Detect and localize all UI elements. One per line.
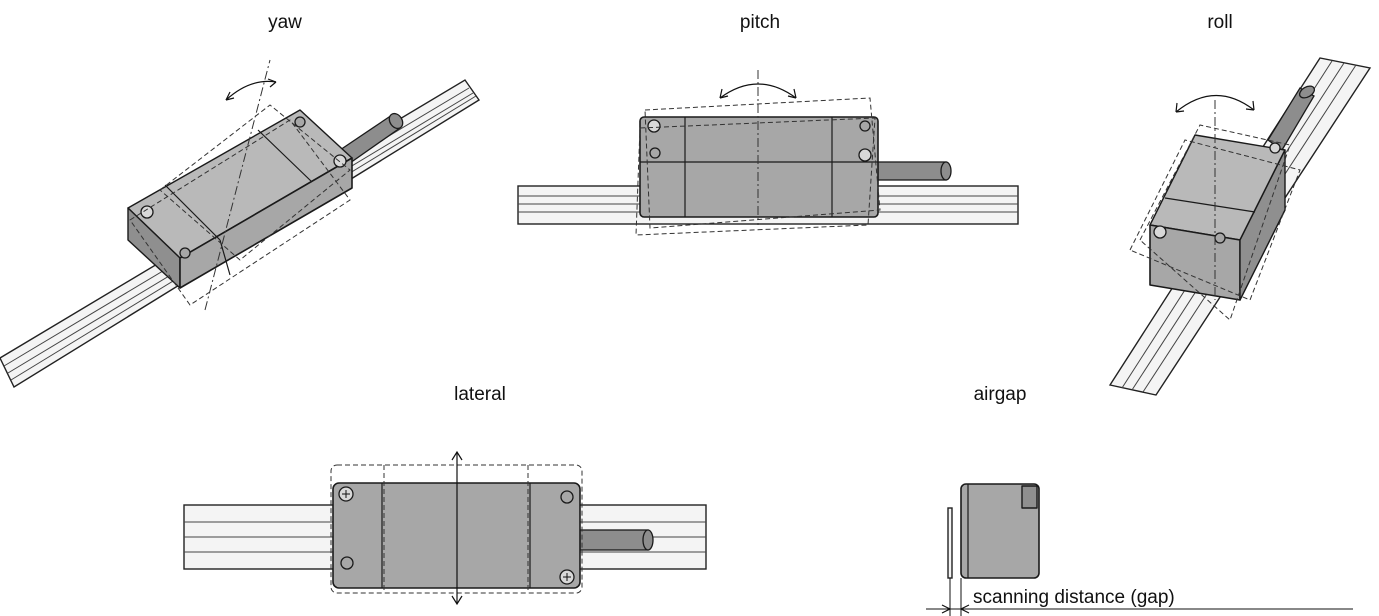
label-roll: roll	[1207, 12, 1233, 33]
yaw-sensor-body	[127, 109, 353, 289]
yaw-view	[0, 59, 480, 389]
label-scanning-distance: scanning distance (gap)	[973, 587, 1175, 608]
roll-rotated-outline	[1129, 100, 1301, 321]
pitch-rotation-arrow	[719, 83, 797, 99]
airgap-rail-profile	[947, 507, 953, 579]
roll-sensor-body	[1149, 134, 1286, 301]
roll-view	[1108, 57, 1372, 396]
lateral-displacement-arrow	[451, 450, 463, 606]
pitch-sensor-body	[639, 116, 879, 218]
pitch-rotated-outline	[635, 70, 881, 236]
pitch-view	[517, 70, 1019, 236]
airgap-sensor-body	[960, 483, 1040, 579]
airgap-view	[926, 483, 1353, 616]
label-airgap: airgap	[973, 384, 1027, 405]
yaw-rotation-arrow	[225, 78, 277, 101]
label-pitch: pitch	[739, 12, 781, 33]
roll-rotation-arrow	[1175, 94, 1255, 113]
pitch-cable	[875, 161, 952, 181]
airgap-dimension	[926, 578, 1353, 616]
label-yaw: yaw	[268, 12, 302, 33]
label-lateral: lateral	[454, 384, 506, 405]
yaw-rotated-outline	[129, 59, 351, 311]
lateral-view	[183, 450, 707, 606]
lateral-cable	[577, 529, 654, 551]
